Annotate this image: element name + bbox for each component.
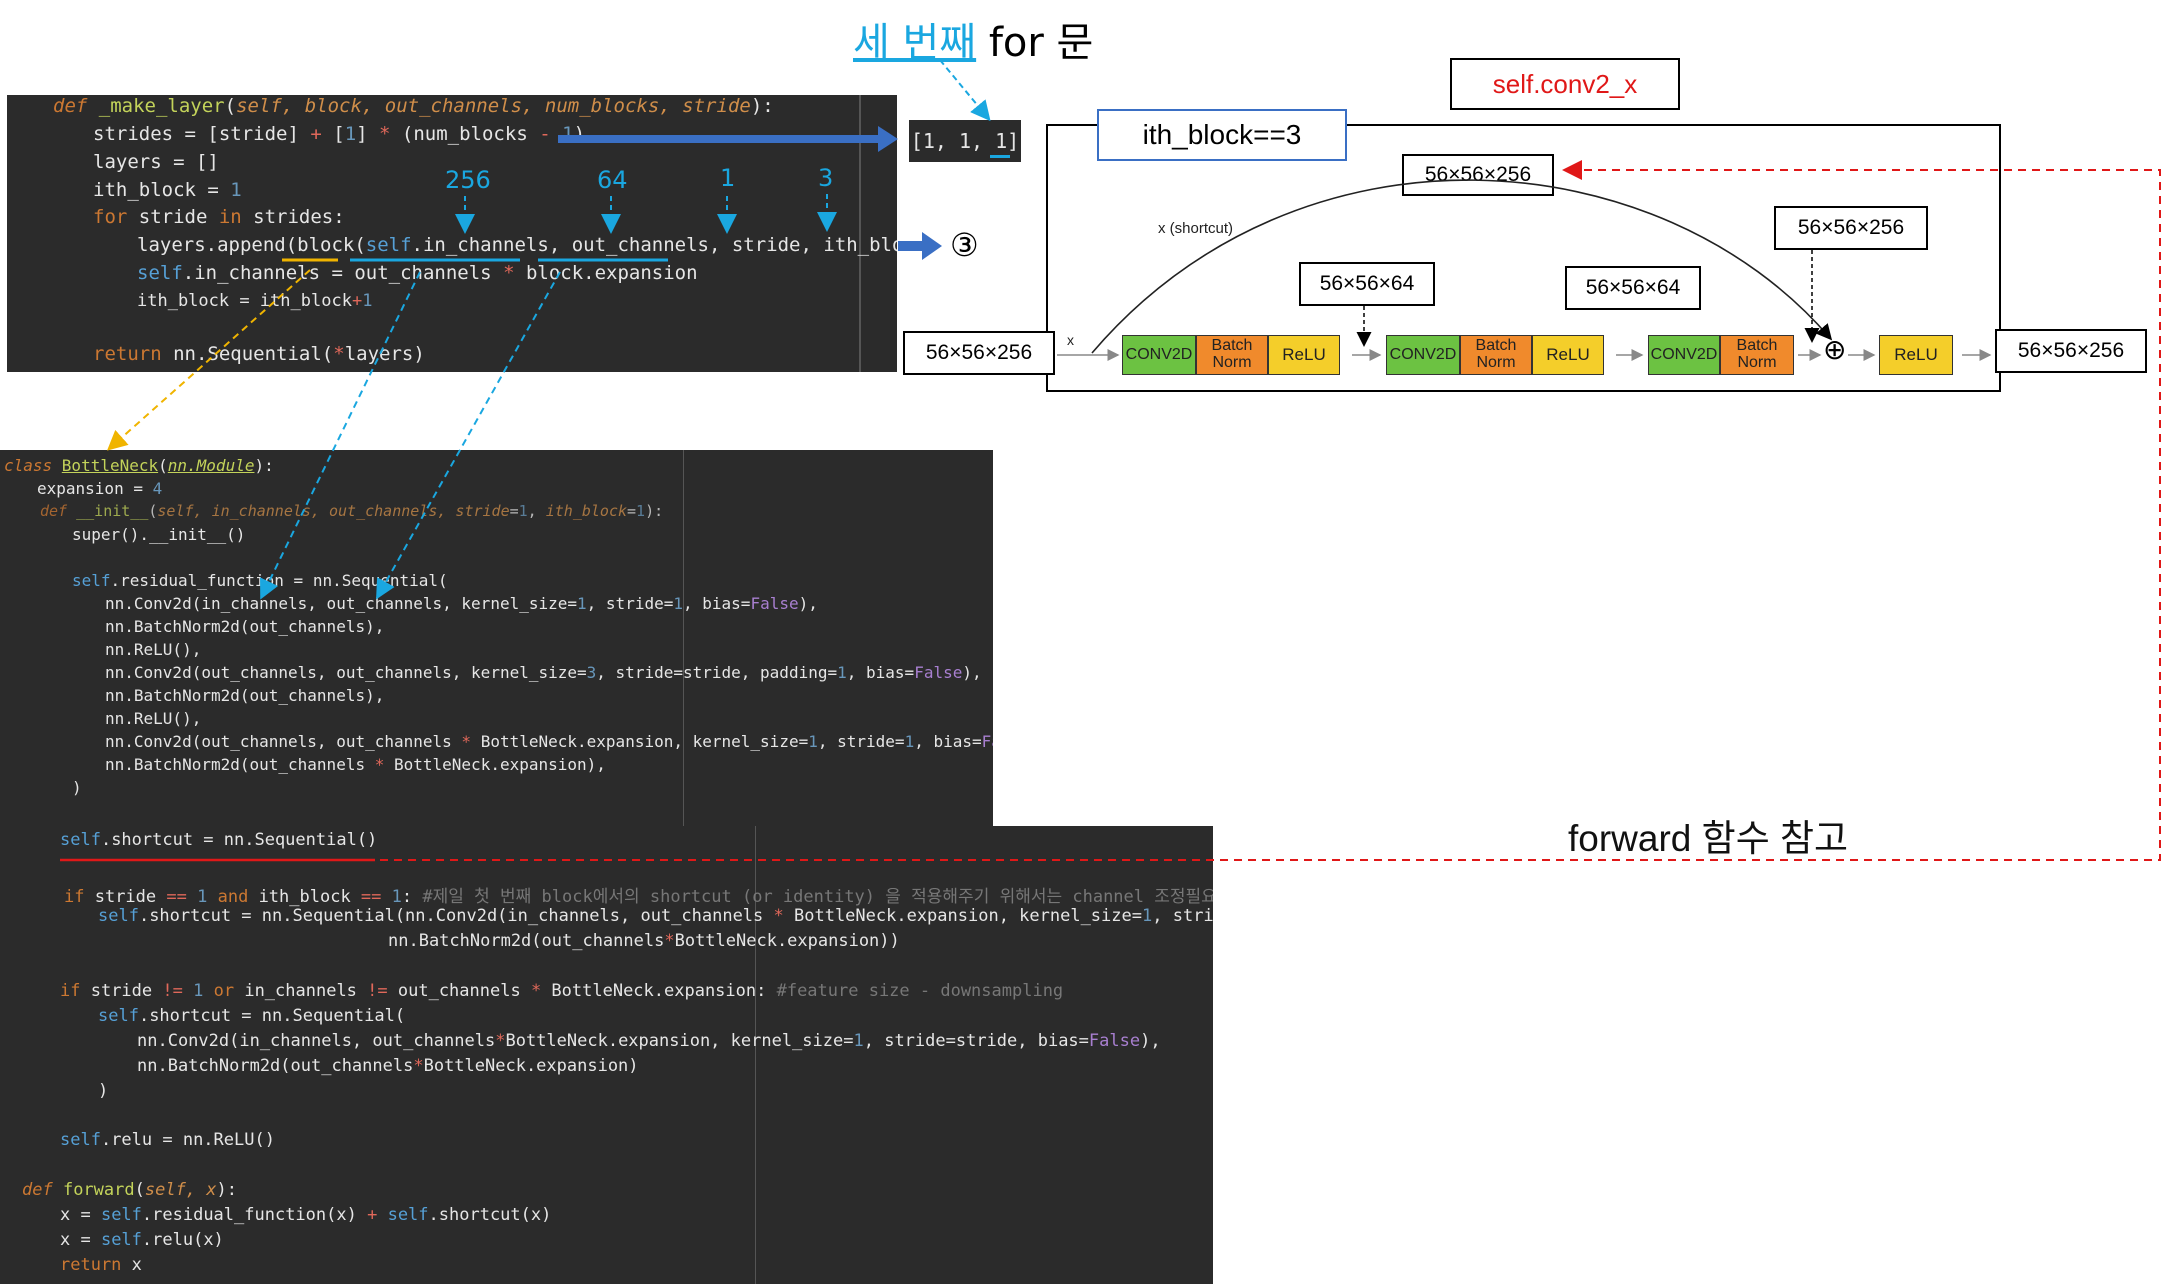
x-label: x <box>1067 332 1074 348</box>
code-line: return x <box>60 1255 142 1275</box>
code-line: layers = [] <box>93 151 219 173</box>
block-to-class-arrow <box>107 269 311 451</box>
conv2d-layer-2: CONV2D <box>1386 335 1460 375</box>
conv2d-layer-3: CONV2D <box>1648 335 1720 375</box>
input-dim-box: 56×56×256 <box>903 331 1055 375</box>
code-line: nn.Conv2d(out_channels, out_channels, ke… <box>105 663 982 682</box>
arg-label-3: 3 <box>818 164 834 192</box>
code-line: def _make_layer(self, block, out_channel… <box>53 95 774 117</box>
bottleneck-code-panel: class BottleNeck(nn.Module): expansion =… <box>0 450 993 826</box>
code-line: nn.Conv2d(out_channels, out_channels * B… <box>105 732 993 751</box>
title-korean: 세 번째 <box>853 20 977 66</box>
code-line: nn.BatchNorm2d(out_channels*BottleNeck.e… <box>388 931 900 951</box>
panel-margin-line <box>755 826 756 1284</box>
code-line: x = self.relu(x) <box>60 1230 224 1250</box>
batchnorm-layer-2: Batch Norm <box>1460 335 1532 375</box>
in-channels-to-init-arrow <box>260 271 421 600</box>
dim-after-second: 56×56×64 <box>1585 276 1681 299</box>
add-dim: 56×56×256 <box>1797 216 1905 239</box>
arg-label-256: 256 <box>445 166 491 194</box>
arg-label-1: 1 <box>720 164 736 192</box>
panel-margin-line <box>683 450 684 826</box>
relu-layer-2: ReLU <box>1532 335 1604 375</box>
code-line: for stride in strides: <box>93 206 345 228</box>
code-line: def __init__(self, in_channels, out_chan… <box>40 502 664 520</box>
code-line: self.relu = nn.ReLU() <box>60 1130 275 1150</box>
ith-block-box: ith_block==3 <box>1097 109 1347 161</box>
loop-count-arrow <box>898 232 942 260</box>
batchnorm-layer-3: Batch Norm <box>1720 335 1794 375</box>
code-line: self.shortcut = nn.Sequential() <box>60 830 378 850</box>
out-channels-to-init-arrow <box>376 271 561 600</box>
code-line: class BottleNeck(nn.Module): <box>4 456 274 475</box>
title-arrow <box>939 59 991 122</box>
add-dim-box: 56×56×256 <box>1774 206 1928 250</box>
dim-after-first-box: 56×56×64 <box>1299 262 1435 306</box>
output-dim-box: 56×56×256 <box>1995 329 2147 373</box>
ith-block-label: ith_block==3 <box>1142 119 1302 150</box>
shortcut-label: x (shortcut) <box>1158 220 1234 237</box>
code-line: self.shortcut = nn.Sequential( <box>98 1006 406 1026</box>
code-line: nn.BatchNorm2d(out_channels*BottleNeck.e… <box>137 1056 639 1076</box>
dim-after-second-box: 56×56×64 <box>1565 266 1701 310</box>
code-line: ) <box>72 778 82 797</box>
code-line: self.shortcut = nn.Sequential(nn.Conv2d(… <box>98 906 1213 926</box>
code-line: nn.BatchNorm2d(out_channels), <box>105 617 385 636</box>
code-line: nn.BatchNorm2d(out_channels * BottleNeck… <box>105 755 606 774</box>
block-name: self.conv2_x <box>1492 68 1638 99</box>
code-line: def forward(self, x): <box>22 1180 237 1200</box>
code-line: strides = [stride] + [1] * (num_blocks -… <box>93 123 586 145</box>
code-line: ith_block = 1 <box>93 179 242 201</box>
dim-after-first: 56×56×64 <box>1319 272 1415 295</box>
shortcut-forward-code-panel: self.shortcut = nn.Sequential() if strid… <box>0 826 1213 1284</box>
code-line: ) <box>98 1081 109 1101</box>
code-line: ith_block = ith_block+1 <box>137 291 373 311</box>
code-line: nn.ReLU(), <box>105 640 202 659</box>
relu-layer-1: ReLU <box>1268 335 1340 375</box>
relu-layer-final: ReLU <box>1879 335 1953 375</box>
conv2d-layer-1: CONV2D <box>1122 335 1196 375</box>
circled-three: ③ <box>950 226 979 264</box>
forward-reference-path <box>380 160 2161 861</box>
output-dim: 56×56×256 <box>2017 339 2125 362</box>
block-name-box: self.conv2_x <box>1450 58 1680 110</box>
arg-label-64: 64 <box>597 166 628 194</box>
make-layer-code-panel: def _make_layer(self, block, out_channel… <box>7 95 897 372</box>
code-line: layers.append(block(self.in_channels, ou… <box>137 234 897 256</box>
batchnorm-layer-1: Batch Norm <box>1196 335 1268 375</box>
forward-note: forward 함수 참고 <box>1568 818 1849 859</box>
code-line: if stride == 1 and ith_block == 1: #제일 첫… <box>64 887 1213 907</box>
strides-highlight-underline <box>990 155 1010 158</box>
panel-margin-line <box>859 95 861 372</box>
code-line: nn.Conv2d(in_channels, out_channels*Bott… <box>137 1031 1161 1051</box>
strides-arrow <box>558 126 898 152</box>
title-rest: for 문 <box>988 20 1094 66</box>
strides-result-text: [1, 1, 1] <box>910 129 1020 153</box>
code-line: if stride != 1 or in_channels != out_cha… <box>60 981 1064 1001</box>
code-line: nn.BatchNorm2d(out_channels), <box>105 686 385 705</box>
input-dim: 56×56×256 <box>925 341 1033 364</box>
add-operator: ⊕ <box>1823 333 1847 366</box>
code-line: x = self.residual_function(x) + self.sho… <box>60 1205 552 1225</box>
title: 세 번째 for 문 <box>853 10 1093 68</box>
shortcut-arc <box>1091 179 1833 354</box>
code-line: nn.ReLU(), <box>105 709 202 728</box>
block-frame <box>1046 124 2001 392</box>
code-line: expansion = 4 <box>37 479 163 498</box>
code-line: super().__init__() <box>72 525 246 544</box>
code-line: return nn.Sequential(*layers) <box>93 343 425 365</box>
code-line: self.in_channels = out_channels * block.… <box>137 262 698 284</box>
code-line: nn.Conv2d(in_channels, out_channels, ker… <box>105 594 818 613</box>
code-line: self.residual_function = nn.Sequential( <box>72 571 448 590</box>
